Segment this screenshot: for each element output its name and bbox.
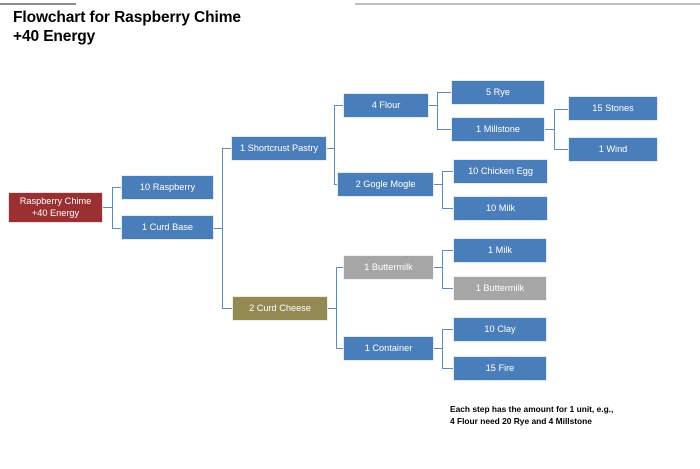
connector-flour-spine xyxy=(437,92,438,129)
connector-gogle-to-egg xyxy=(442,171,453,172)
node-15-fire[interactable]: 15 Fire xyxy=(453,356,547,381)
top-rule-right xyxy=(355,3,700,5)
connector-container-out xyxy=(434,348,443,349)
connector-gogle-spine xyxy=(442,171,443,208)
connector-gogle-out xyxy=(434,184,443,185)
connector-curdbase-out xyxy=(214,228,223,229)
page-title: Flowchart for Raspberry Chime +40 Energy xyxy=(13,9,241,45)
connector-container-spine xyxy=(442,329,443,369)
connector-root-to-curdbase xyxy=(112,228,122,229)
connector-millstone-to-stones xyxy=(554,109,569,110)
node-10-raspberry[interactable]: 10 Raspberry xyxy=(121,175,214,200)
node-1-curd-base[interactable]: 1 Curd Base xyxy=(121,215,214,240)
connector-buttermilk-to-milk xyxy=(442,250,453,251)
connector-flour-to-rye xyxy=(437,92,451,93)
connector-millstone-out xyxy=(545,129,555,130)
connector-root-out xyxy=(103,207,113,208)
connector-millstone-to-wind xyxy=(554,149,569,150)
node-1-shortcrust-pastry[interactable]: 1 Shortcrust Pastry xyxy=(231,136,327,161)
connector-cheese-to-buttermilk xyxy=(336,267,347,268)
node-1-buttermilk-child[interactable]: 1 Buttermilk xyxy=(453,276,547,301)
connector-pastry-to-gogle xyxy=(334,184,338,185)
node-2-gogle-mogle[interactable]: 2 Gogle Mogle xyxy=(337,172,434,197)
connector-container-to-clay xyxy=(442,329,453,330)
connector-root-spine xyxy=(112,187,113,228)
node-4-flour[interactable]: 4 Flour xyxy=(343,93,429,118)
footnote-text: Each step has the amount for 1 unit, e.g… xyxy=(450,404,614,426)
node-10-clay[interactable]: 10 Clay xyxy=(453,317,547,342)
connector-buttermilk-to-buttermilk xyxy=(442,288,453,289)
node-10-milk[interactable]: 10 Milk xyxy=(453,196,548,221)
connector-cheese-out xyxy=(328,308,337,309)
connector-flour-to-millstone xyxy=(437,129,451,130)
connector-pastry-to-flour xyxy=(334,105,344,106)
node-5-rye[interactable]: 5 Rye xyxy=(451,80,545,105)
connector-pastry-spine xyxy=(334,105,335,185)
node-raspberry-chime[interactable]: Raspberry Chime +40 Energy xyxy=(8,192,103,223)
node-10-chicken-egg[interactable]: 10 Chicken Egg xyxy=(453,159,548,184)
node-1-container[interactable]: 1 Container xyxy=(343,336,434,361)
node-2-curd-cheese[interactable]: 2 Curd Cheese xyxy=(232,296,328,321)
node-1-milk[interactable]: 1 Milk xyxy=(453,238,547,263)
connector-pastry-out xyxy=(327,148,335,149)
connector-cheese-spine xyxy=(336,267,337,349)
connector-curdbase-to-cheese xyxy=(222,308,233,309)
connector-curdbase-spine xyxy=(222,148,223,309)
node-1-buttermilk-parent[interactable]: 1 Buttermilk xyxy=(343,255,434,280)
top-rule-left xyxy=(0,3,76,5)
connector-gogle-to-milk xyxy=(442,208,453,209)
node-15-stones[interactable]: 15 Stones xyxy=(568,96,658,121)
node-1-millstone[interactable]: 1 Millstone xyxy=(451,117,545,142)
connector-flour-out xyxy=(429,105,438,106)
node-1-wind[interactable]: 1 Wind xyxy=(568,137,658,162)
connector-buttermilk-out xyxy=(434,267,443,268)
connector-millstone-spine xyxy=(554,109,555,150)
connector-container-to-fire xyxy=(442,368,453,369)
connector-cheese-to-container xyxy=(336,348,347,349)
connector-root-to-raspberry xyxy=(112,187,122,188)
connector-buttermilk-spine xyxy=(442,250,443,289)
connector-curdbase-to-pastry xyxy=(222,148,232,149)
